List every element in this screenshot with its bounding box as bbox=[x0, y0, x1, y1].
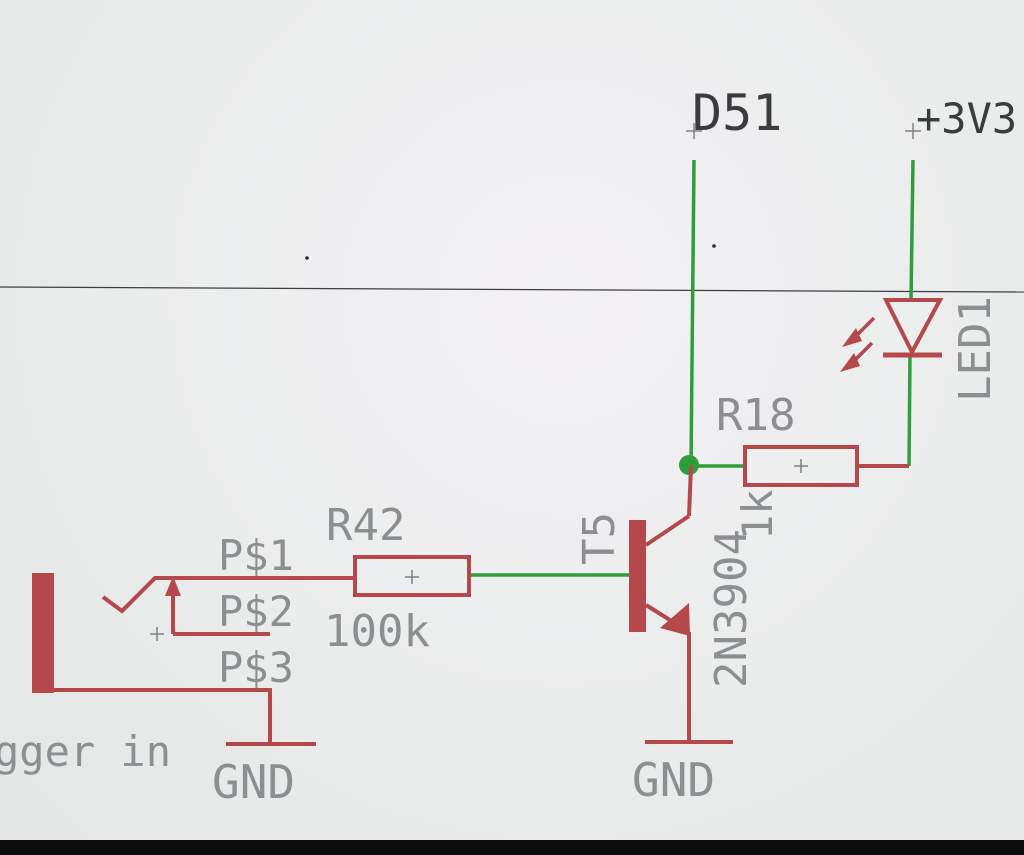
led-emission-arrow-1-shaft bbox=[850, 316, 876, 342]
jack-body bbox=[32, 573, 54, 693]
transistor-part-label: 2N3904 bbox=[706, 529, 757, 688]
led-emission-arrows bbox=[848, 316, 876, 367]
transistor-emitter-arrow bbox=[660, 603, 690, 636]
transistor-name-label: T5 bbox=[574, 512, 625, 565]
net-wires bbox=[471, 159, 915, 577]
component-graphics bbox=[32, 298, 944, 746]
r42-name-label: R42 bbox=[326, 500, 405, 551]
origin-marks bbox=[150, 123, 921, 641]
led-name-label: LED1 bbox=[950, 296, 1001, 402]
transistor-collector-line bbox=[644, 514, 691, 547]
net-led-to-r18-wire bbox=[907, 354, 912, 467]
filled-symbols bbox=[165, 328, 862, 636]
screen-bezel-edge bbox=[0, 840, 1024, 855]
jack-pin-2-label: P$2 bbox=[218, 587, 294, 636]
net-label-d51: D51 bbox=[692, 84, 782, 142]
gnd-right-label: GND bbox=[632, 753, 715, 807]
r42-value-label: 100k bbox=[324, 606, 430, 657]
jack-pin-3-label: P$3 bbox=[218, 643, 294, 692]
jack-pin2-arrow bbox=[165, 576, 181, 596]
transistor-base-bar bbox=[629, 520, 646, 632]
jack-pin-1-label: P$1 bbox=[218, 531, 294, 580]
net-supply-wire bbox=[909, 159, 915, 301]
r18-value-label: 1k bbox=[733, 489, 782, 540]
stray-dots bbox=[305, 244, 716, 260]
net-d51-wire bbox=[689, 159, 696, 467]
collector-lead bbox=[687, 465, 693, 517]
jack-contact bbox=[101, 576, 355, 614]
r18-name-label: R18 bbox=[716, 390, 795, 441]
pin3-lead bbox=[54, 688, 272, 744]
jack-name-label: gger in bbox=[0, 727, 171, 776]
junction-dot bbox=[679, 455, 699, 475]
frame-line bbox=[0, 286, 1024, 293]
led-triangle bbox=[882, 298, 944, 357]
led-emission-arrow-2-shaft bbox=[848, 341, 874, 367]
net-label-supply: +3V3 bbox=[916, 94, 1017, 143]
gnd-left-label: GND bbox=[212, 755, 295, 809]
